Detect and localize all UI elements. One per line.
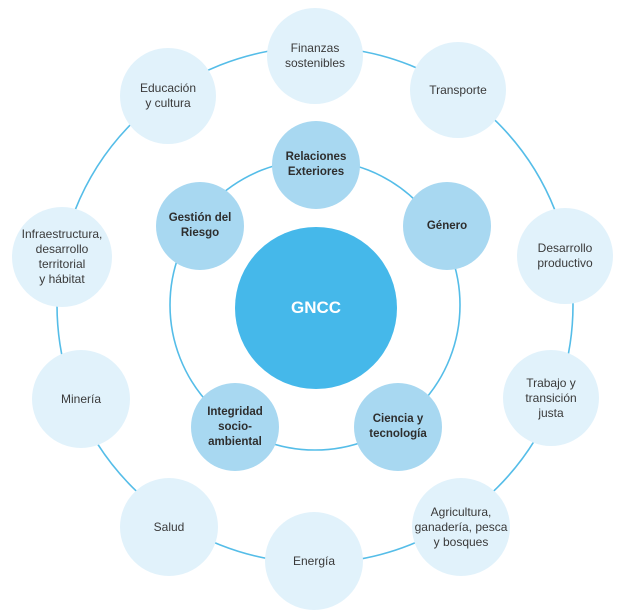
node-label: Transporte [429,82,487,97]
node-label: Gestión del Riesgo [168,212,232,239]
node-trabajo-transicion-justa: Trabajo y transición justa [503,350,599,446]
node-desarrollo-productivo: Desarrollo productivo [517,208,613,304]
node-label: Minería [60,391,101,406]
node-integridad-socioambiental: Integridad socio- ambiental [191,383,279,471]
node-relaciones-exteriores: Relaciones Exteriores [272,121,360,209]
node-ciencia-tecnologia: Ciencia y tecnología [354,383,442,471]
node-agricultura: Agricultura, ganadería, pesca y bosques [412,478,510,576]
node-label: Infraestructura, desarrollo territorial … [21,227,103,286]
node-mineria: Minería [32,350,130,448]
node-label: Agricultura, ganadería, pesca y bosques [414,504,508,549]
node-label: Salud [153,519,185,534]
node-label: Educación y cultura [139,81,197,110]
node-label: Género [426,219,468,232]
node-genero: Género [403,182,491,270]
node-gestion-riesgo: Gestión del Riesgo [156,182,244,270]
center-label: GNCC [290,298,342,317]
node-salud: Salud [120,478,218,576]
node-energia: Energía [265,512,363,610]
center-node-gncc: GNCC [235,227,397,389]
node-label: Integridad socio- ambiental [207,405,263,448]
node-label: Energía [292,553,336,568]
node-finanzas-sostenibles: Finanzas sostenibles [267,8,363,104]
node-label: Trabajo y transición justa [525,375,577,420]
node-label: Relaciones Exteriores [285,151,347,178]
node-label: Finanzas sostenibles [284,41,346,70]
node-label: Ciencia y tecnología [369,413,427,440]
node-transporte: Transporte [410,42,506,138]
node-infraestructura: Infraestructura, desarrollo territorial … [12,207,112,307]
node-educacion-cultura: Educación y cultura [120,48,216,144]
node-label: Desarrollo productivo [537,241,593,270]
